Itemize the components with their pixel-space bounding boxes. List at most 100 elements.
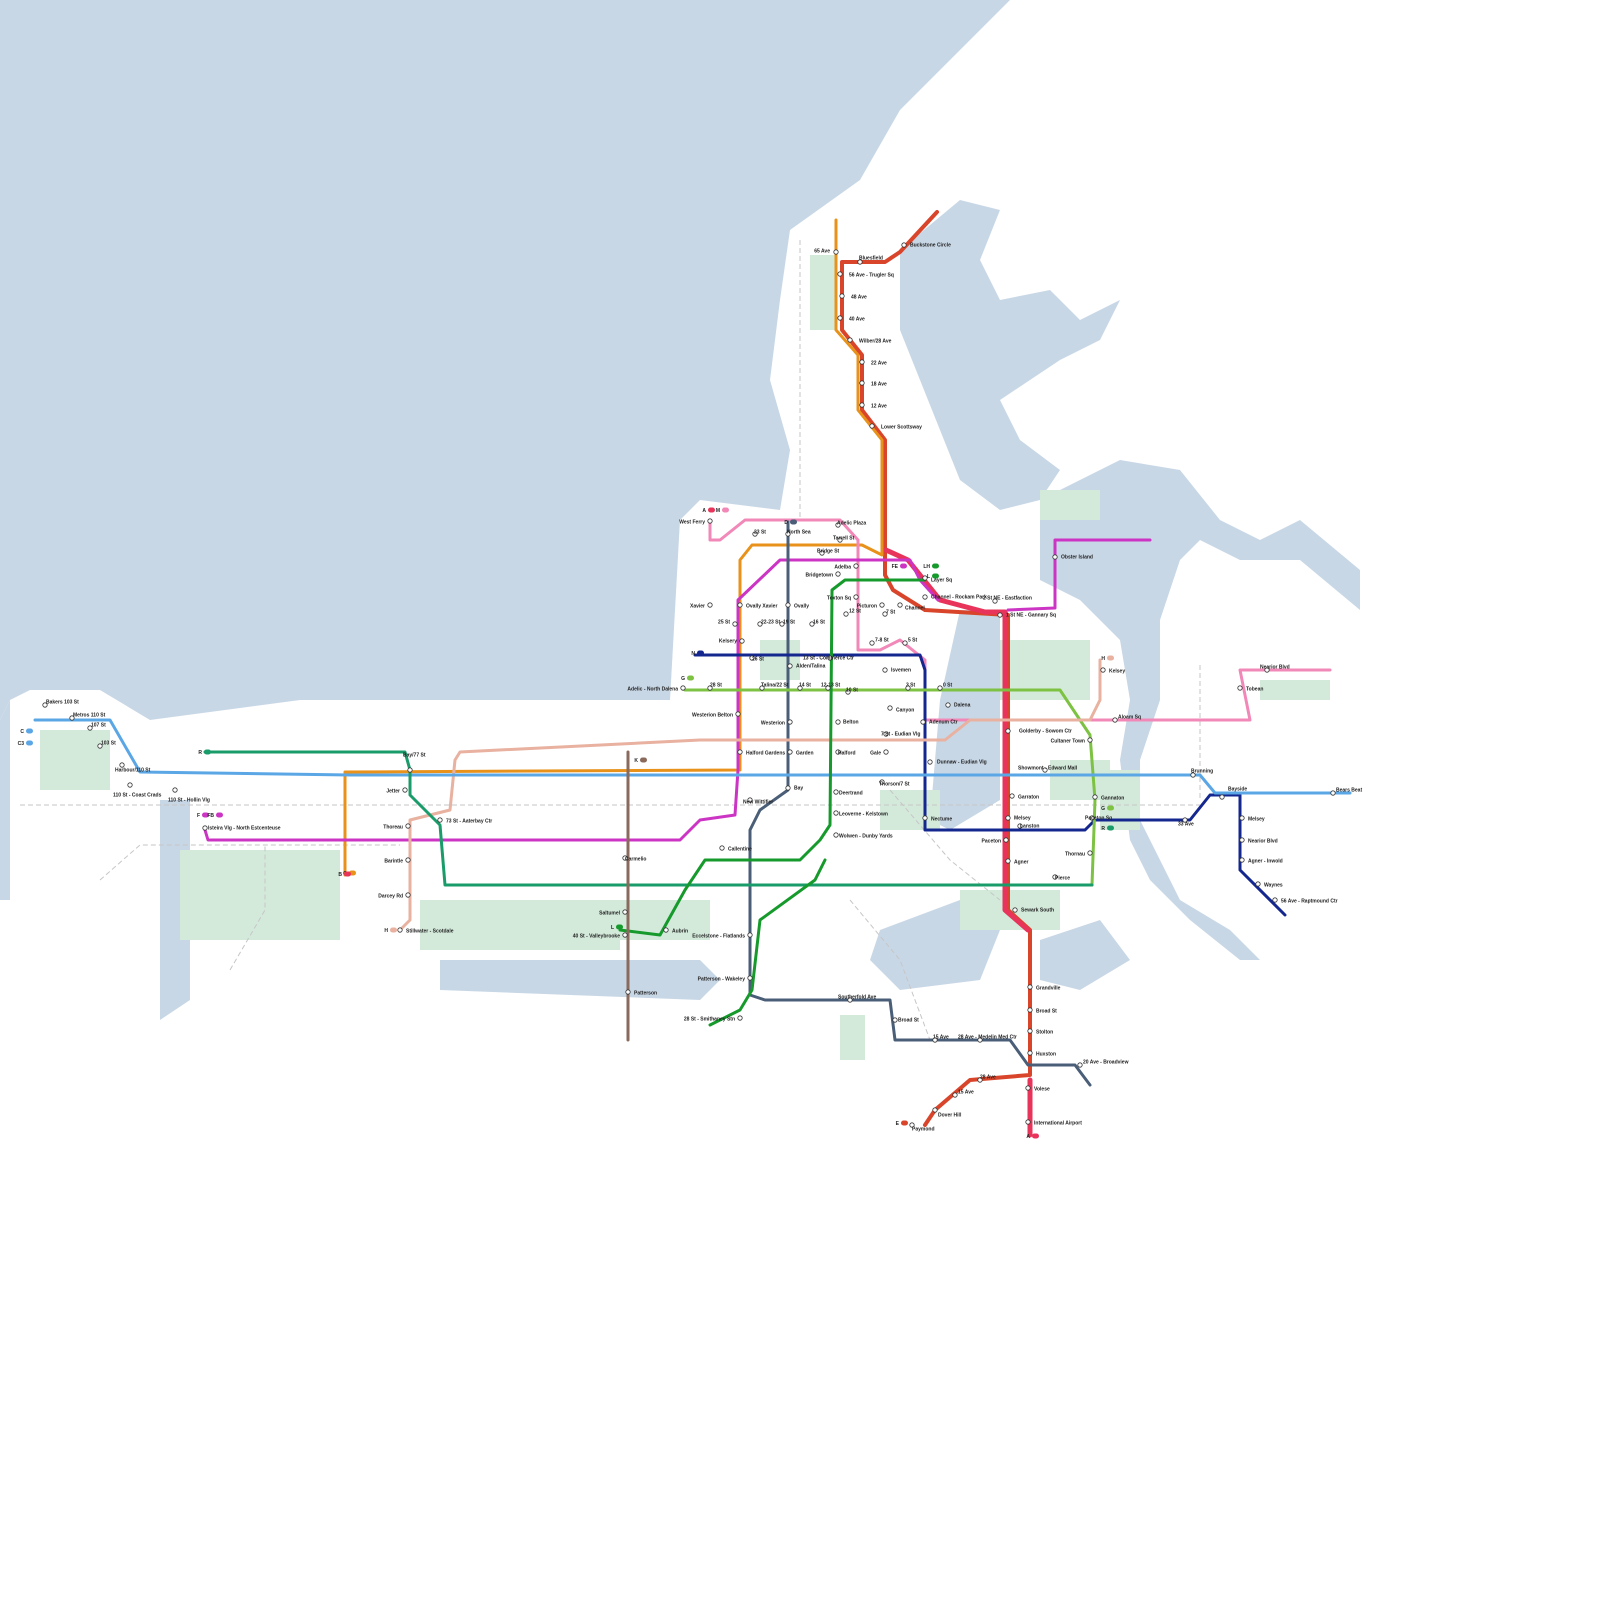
station[interactable]: Leoverne - Kelstown	[834, 811, 888, 818]
station-marker[interactable]	[860, 403, 864, 407]
station-marker[interactable]	[1113, 718, 1117, 722]
station-marker[interactable]	[860, 381, 864, 385]
station[interactable]: Carmelio	[623, 856, 647, 863]
station-marker[interactable]	[928, 760, 932, 764]
station-marker[interactable]	[870, 424, 874, 428]
station[interactable]: Stillwater - Scotdale	[398, 928, 454, 935]
station-marker[interactable]	[1088, 851, 1092, 855]
station-marker[interactable]	[720, 846, 724, 850]
station-marker[interactable]	[838, 316, 842, 320]
station[interactable]: 1 St NE - Gannary Sq	[998, 613, 1056, 619]
line-badge-pill[interactable]	[722, 508, 729, 513]
station[interactable]: Bridge St	[817, 549, 840, 556]
station-marker[interactable]	[740, 639, 744, 643]
station-marker[interactable]	[1240, 858, 1244, 862]
station[interactable]: 40 St - Valleybrooke	[573, 933, 627, 940]
station-marker[interactable]	[406, 893, 410, 897]
station-marker[interactable]	[893, 1018, 897, 1022]
station[interactable]: Paceton Sq	[1085, 816, 1112, 822]
station[interactable]: Isteira Vlg - North Estcenteuse	[203, 826, 281, 832]
station-marker[interactable]	[736, 712, 740, 716]
station-marker[interactable]	[834, 790, 838, 794]
station-marker[interactable]	[834, 811, 838, 815]
station-marker[interactable]	[173, 788, 177, 792]
station-marker[interactable]	[1006, 859, 1010, 863]
station-marker[interactable]	[786, 786, 790, 790]
station-marker[interactable]	[786, 603, 790, 607]
station-marker[interactable]	[664, 928, 668, 932]
station[interactable]: Eccelstone - Flatlands	[692, 933, 752, 940]
station-marker[interactable]	[1078, 1063, 1082, 1067]
station-marker[interactable]	[788, 750, 792, 754]
line-badge-pill[interactable]	[697, 651, 704, 656]
station-marker[interactable]	[748, 933, 752, 937]
station-marker[interactable]	[708, 519, 712, 523]
station[interactable]: 22-23 St	[758, 620, 781, 627]
station-marker[interactable]	[836, 572, 840, 576]
station-marker[interactable]	[1331, 791, 1335, 795]
station[interactable]: Westerion Belton	[692, 712, 740, 719]
station-marker[interactable]	[1053, 555, 1057, 559]
station-marker[interactable]	[860, 360, 864, 364]
station-marker[interactable]	[998, 613, 1002, 617]
line-badge-pill[interactable]	[640, 758, 647, 763]
line-badge-pill[interactable]	[390, 928, 397, 933]
station-marker[interactable]	[883, 668, 887, 672]
line-badge-pill[interactable]	[1032, 1134, 1039, 1139]
station[interactable]: 7 St - Eudian Vlg	[881, 732, 920, 738]
station-marker[interactable]	[438, 818, 442, 822]
station-marker[interactable]	[1238, 686, 1242, 690]
station[interactable]: Patterson - Wakeley	[698, 976, 753, 983]
station-marker[interactable]	[748, 976, 752, 980]
line-badge-pill[interactable]	[26, 741, 33, 746]
line-badge-pill[interactable]	[687, 676, 694, 681]
station[interactable]: 13 St - Commerce Ctr	[803, 656, 854, 662]
station-marker[interactable]	[854, 564, 858, 568]
station-marker[interactable]	[834, 250, 838, 254]
station-marker[interactable]	[840, 294, 844, 298]
station-marker[interactable]	[921, 720, 925, 724]
station-marker[interactable]	[1013, 908, 1017, 912]
station-marker[interactable]	[1240, 816, 1244, 820]
station[interactable]: Deertrand	[834, 790, 863, 797]
station-marker[interactable]	[1028, 1051, 1032, 1055]
station[interactable]: Showmont - Edward Mall	[1018, 766, 1078, 773]
station-marker[interactable]	[933, 1108, 937, 1112]
station[interactable]: 28 St - Smithaney Stn	[684, 1016, 742, 1023]
station[interactable]: 26 St	[750, 656, 764, 663]
line-badge-pill[interactable]	[708, 508, 715, 513]
station-marker[interactable]	[406, 824, 410, 828]
station[interactable]: Thorson/7 St	[879, 780, 910, 788]
station-marker[interactable]	[923, 816, 927, 820]
station-marker[interactable]	[203, 826, 207, 830]
station[interactable]: New Wittifier	[743, 798, 773, 806]
line-badge-pill[interactable]	[932, 574, 939, 579]
station[interactable]: Adelic - North Dalena	[627, 686, 685, 693]
station-marker[interactable]	[681, 686, 685, 690]
station-marker[interactable]	[623, 933, 627, 937]
station[interactable]: 16 St	[810, 620, 825, 627]
line-badge-pill[interactable]	[216, 813, 223, 818]
station[interactable]: Wolwen - Dunby Yards	[834, 833, 893, 840]
station-marker[interactable]	[834, 833, 838, 837]
station-marker[interactable]	[1256, 882, 1260, 886]
station-marker[interactable]	[1026, 1120, 1030, 1124]
line-badge-pill[interactable]	[616, 925, 623, 930]
station-marker[interactable]	[898, 603, 902, 607]
station-marker[interactable]	[128, 783, 132, 787]
station[interactable]: 56 Ave - Raptmound Ctr	[1273, 898, 1338, 905]
station-marker[interactable]	[848, 338, 852, 342]
station-marker[interactable]	[1028, 1029, 1032, 1033]
line-badge-pill[interactable]	[901, 1121, 908, 1126]
line-badge-pill[interactable]	[204, 750, 211, 755]
station-marker[interactable]	[1101, 668, 1105, 672]
station-marker[interactable]	[1093, 795, 1097, 799]
station-marker[interactable]	[938, 686, 942, 690]
line-badge-pill[interactable]	[344, 872, 351, 877]
station-marker[interactable]	[788, 720, 792, 724]
station-marker[interactable]	[923, 595, 927, 599]
station-marker[interactable]	[1273, 898, 1277, 902]
station-marker[interactable]	[1220, 795, 1224, 799]
station-marker[interactable]	[870, 641, 874, 645]
line-badge-pill[interactable]	[1107, 826, 1114, 831]
